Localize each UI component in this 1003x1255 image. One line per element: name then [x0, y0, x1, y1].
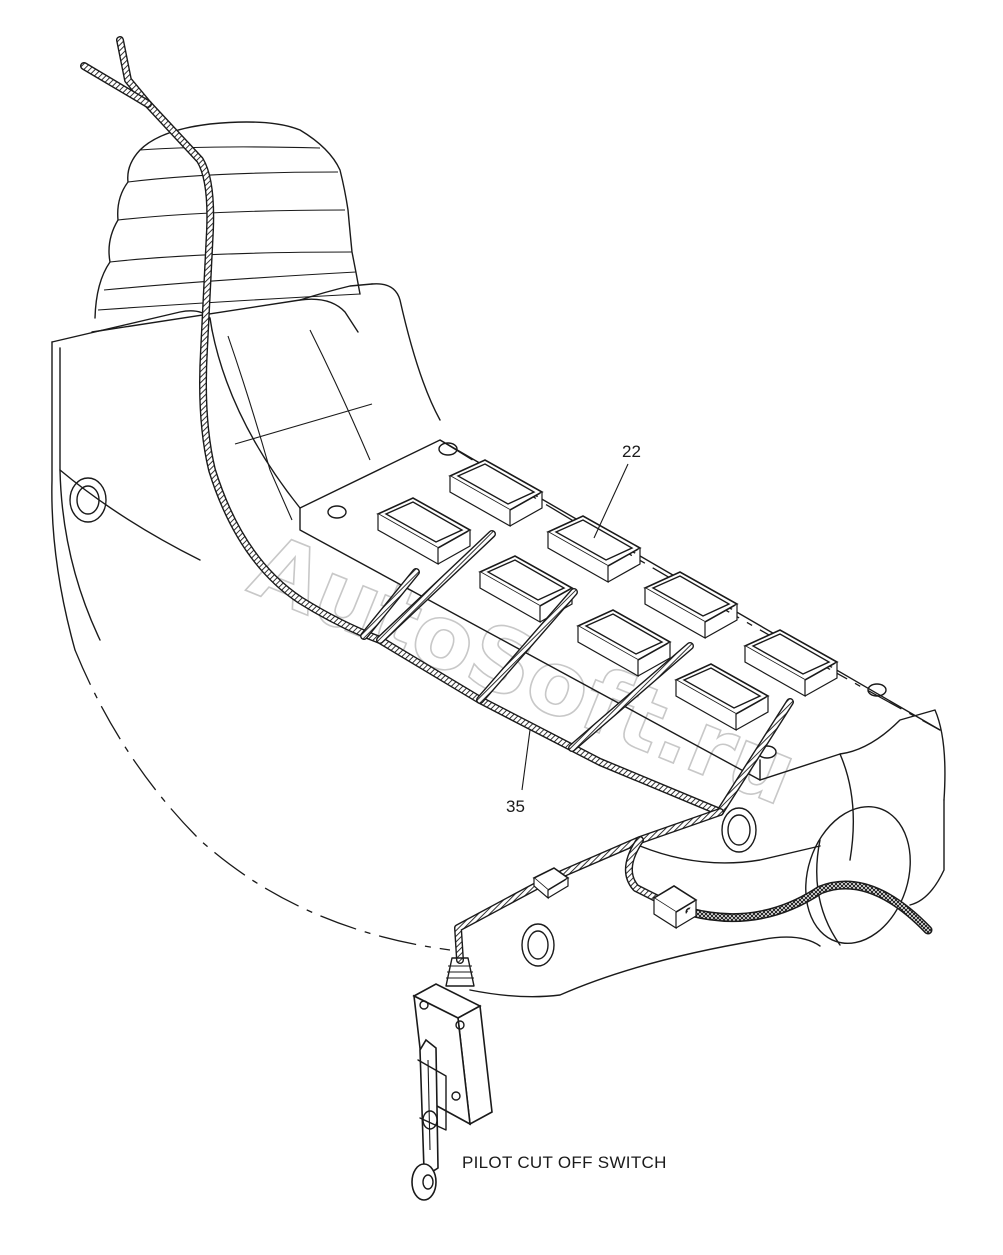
callout-35: 35: [506, 729, 531, 816]
inline-connector: [532, 867, 570, 900]
callout-35-label: 35: [506, 797, 525, 816]
pilot-cut-off-switch: [411, 957, 493, 1201]
callout-22: 22: [593, 442, 641, 539]
exit-connector: [652, 885, 698, 930]
switch-module: [576, 609, 672, 678]
joystick-boot: [94, 121, 361, 319]
switch-module: [478, 555, 574, 624]
switch-module: [674, 663, 770, 732]
switch-module: [448, 459, 544, 528]
wire-harness: [80, 36, 933, 964]
switch-modules: [376, 459, 839, 732]
switch-module: [376, 497, 472, 566]
pilot-cut-off-switch-caption: PILOT CUT OFF SWITCH: [462, 1153, 667, 1172]
switch-module: [743, 629, 839, 698]
switch-module: [643, 571, 739, 640]
callout-22-label: 22: [622, 442, 641, 461]
switch-module: [546, 515, 642, 584]
